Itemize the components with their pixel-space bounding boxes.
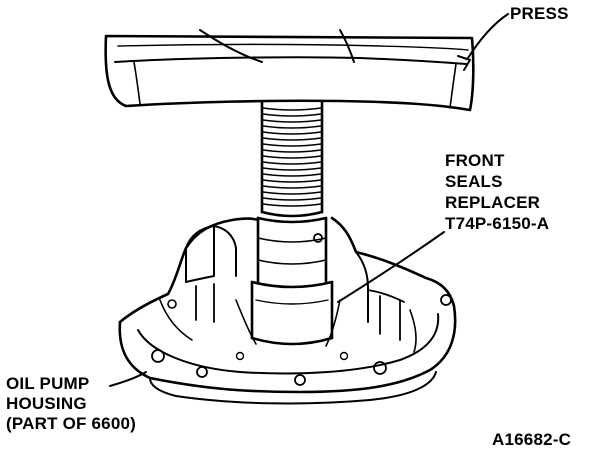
seal-replacer-label-line: REPLACER (445, 193, 541, 212)
seal-replacer-tool (250, 216, 334, 346)
seal-replacer-label: FRONT SEALS REPLACER T74P-6150-A (445, 150, 549, 234)
leader-lines (109, 13, 509, 387)
seal-replacer-label-line: FRONT (445, 151, 505, 170)
seal-replacer-label-line: SEALS (445, 172, 503, 191)
oil-pump-housing (118, 216, 457, 405)
figure-id-label: A16682-C (492, 430, 572, 449)
housing-label-line: (PART OF 6600) (6, 414, 137, 433)
housing-label-line: OIL PUMP (6, 374, 90, 393)
press-label: PRESS (510, 4, 569, 23)
press-arm (104, 29, 475, 112)
oil-pump-housing-label: OIL PUMP HOUSING (PART OF 6600) (6, 374, 136, 434)
press-screw (260, 100, 324, 218)
seal-replacer-label-line: T74P-6150-A (445, 214, 550, 233)
housing-label-line: HOUSING (6, 394, 87, 413)
